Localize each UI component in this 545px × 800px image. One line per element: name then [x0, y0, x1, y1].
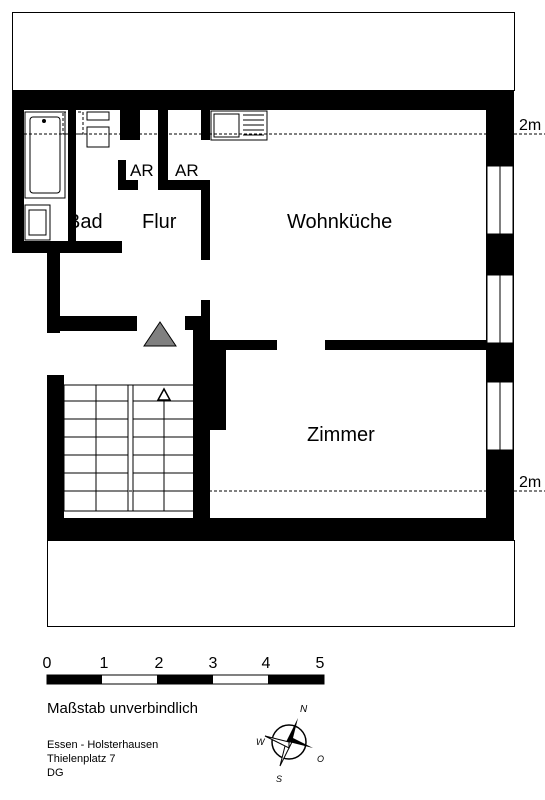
toilet-icon [86, 111, 110, 148]
height-label-lower: 2m [519, 474, 541, 491]
sink-icon [24, 204, 51, 241]
scale-tick-4: 4 [262, 655, 271, 672]
room-label-wohnkueche: Wohnküche [287, 211, 392, 233]
address-city: Essen - Holsterhausen [47, 739, 159, 751]
compass-o: O [317, 754, 324, 764]
scale-tick-5: 5 [316, 655, 325, 672]
scale-bar [46, 674, 325, 685]
room-label-flur: Flur [142, 211, 177, 233]
scale-caption: Maßstab unverbindlich [47, 700, 198, 717]
scale-tick-2: 2 [155, 655, 164, 672]
entrance-arrow-icon [143, 321, 177, 347]
compass-icon [264, 718, 313, 767]
compass-n: N [300, 704, 308, 715]
scale-tick-0: 0 [43, 655, 52, 672]
roof-outline-bottom [47, 540, 515, 627]
height-label-upper: 2m [519, 117, 541, 134]
stair-up-arrow-icon [156, 387, 172, 401]
interior-walls [68, 110, 487, 520]
room-label-bad: Bad [67, 211, 103, 233]
windows [486, 165, 514, 451]
bathtub-icon [24, 111, 66, 199]
staircase [63, 384, 195, 512]
compass-s: S [276, 774, 282, 784]
compass-w: W [256, 737, 266, 747]
address-street: Thielenplatz 7 [47, 753, 116, 765]
roof-outline-top [12, 12, 515, 91]
kitchen-sink-icon [210, 110, 268, 141]
washing-machine-icon [62, 111, 84, 135]
scale-tick-3: 3 [209, 655, 218, 672]
address-block: Essen - Holsterhausen Thielenplatz 7 DG [47, 738, 158, 780]
address-floor: DG [47, 767, 64, 779]
room-label-ar-2: AR [175, 161, 199, 180]
room-label-ar-1: AR [130, 161, 154, 180]
room-label-zimmer: Zimmer [307, 424, 375, 446]
scale-tick-1: 1 [100, 655, 109, 672]
